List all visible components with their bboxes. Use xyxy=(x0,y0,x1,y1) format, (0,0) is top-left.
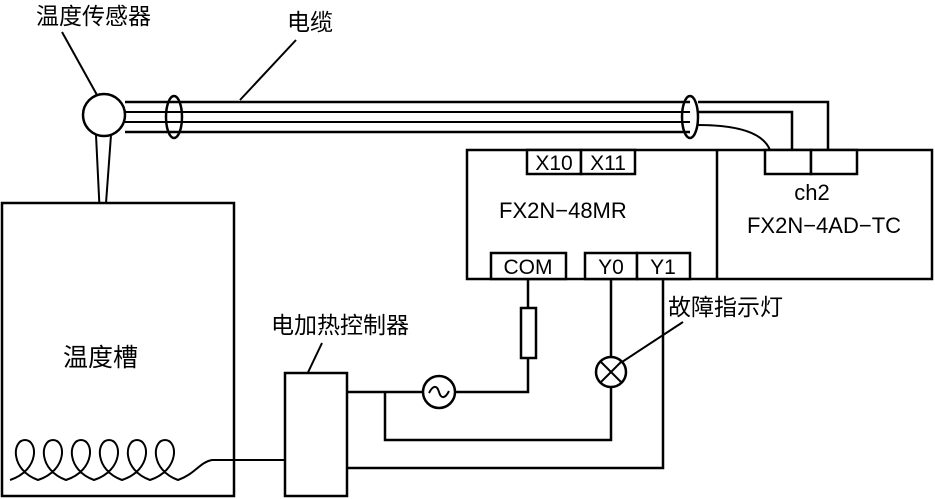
ad-module-model-label: FX2N−4AD−TC xyxy=(747,213,901,238)
sensor-head-circle xyxy=(81,92,127,138)
input-terminal-x11: X11 xyxy=(590,152,626,175)
control-wiring xyxy=(347,279,665,470)
input-terminal-x10: X10 xyxy=(535,152,572,175)
output-terminal-y0: Y0 xyxy=(598,256,624,279)
cable-end-left xyxy=(164,94,184,140)
ac-source-symbol xyxy=(428,385,450,399)
tank-label: 温度槽 xyxy=(63,343,138,372)
cable-leader-line xyxy=(239,39,297,101)
fault-lamp-leader-line xyxy=(621,321,684,363)
sensor-label: 温度传感器 xyxy=(36,4,151,30)
heater-controller-box xyxy=(283,371,349,498)
cable xyxy=(125,94,830,151)
ad-channel-label: ch2 xyxy=(794,180,829,205)
output-terminal-y1: Y1 xyxy=(650,256,676,279)
temperature-sensor xyxy=(81,92,127,259)
heater-controller-label: 电加热控制器 xyxy=(271,313,409,339)
plc-model-label: FX2N−48MR xyxy=(499,198,627,223)
plc-unit: X10 X11 FX2N−48MR COM Y0 Y1 ch2 FX2N−4AD… xyxy=(465,148,934,281)
temperature-tank: 温度槽 xyxy=(0,201,290,498)
sensor-leader-line xyxy=(61,31,98,96)
cable-end-right xyxy=(680,94,700,140)
com-terminal: COM xyxy=(504,256,553,279)
fault-lamp-label: 故障指示灯 xyxy=(668,295,783,321)
cable-label: 电缆 xyxy=(287,10,333,36)
fuse xyxy=(519,306,538,360)
heating-coil xyxy=(9,438,290,482)
